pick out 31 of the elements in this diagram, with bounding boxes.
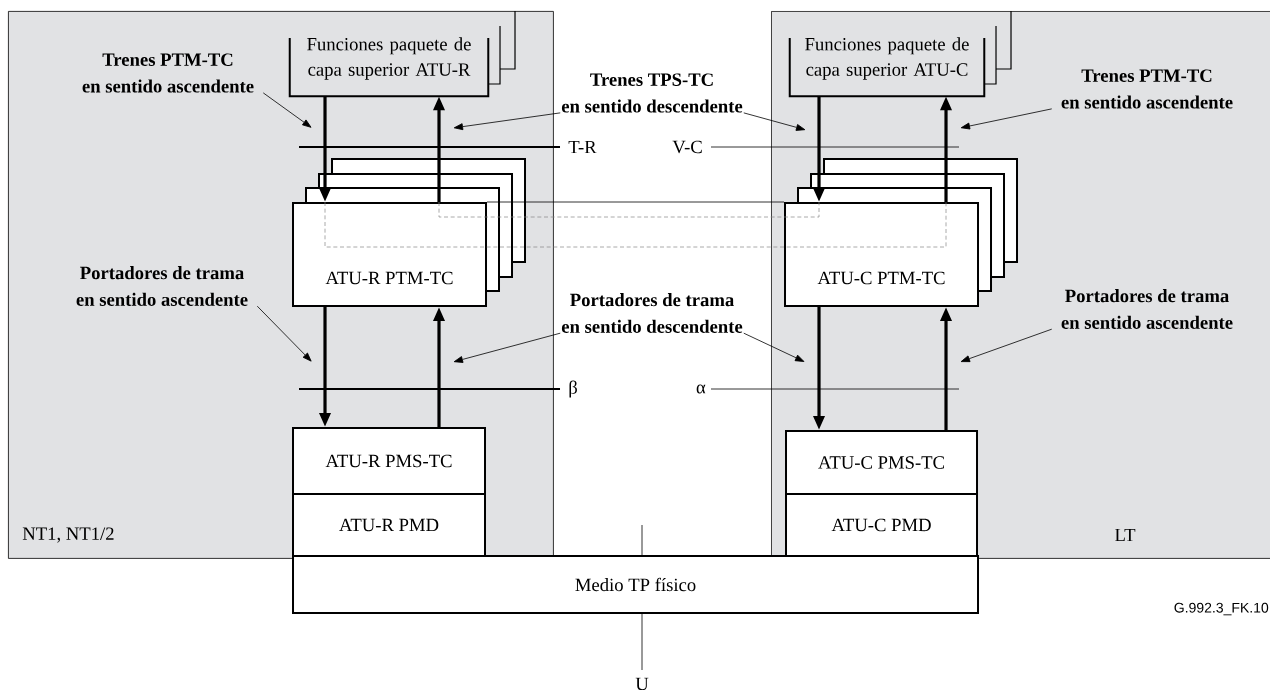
- figure-code: G.992.3_FK.10: [1174, 602, 1269, 616]
- reference-point-label: U: [635, 677, 649, 690]
- reference-point-label: V-C: [672, 140, 702, 154]
- reference-point-label: α: [696, 384, 706, 394]
- function-box: Funciones paquete de capa superior ATU-R: [288, 10, 516, 98]
- function-box: Funciones paquete de capa superior ATU-C: [788, 10, 1012, 98]
- layer-box: ATU-C PMD: [785, 493, 978, 557]
- leader-arrow: [262, 92, 312, 128]
- leader-arrow: [453, 332, 561, 363]
- dashed-line: [438, 201, 820, 218]
- layer-box: ATU-R PMS-TC: [292, 427, 486, 495]
- leader-arrow: [743, 332, 805, 362]
- leader-arrow: [453, 112, 561, 131]
- annotation-text: Trenes PTM-TC en sentido ascendente: [1061, 69, 1233, 109]
- reference-point-label: T-R: [568, 140, 597, 154]
- annotation-text: Trenes PTM-TC en sentido ascendente: [82, 53, 254, 93]
- annotation-text: Trenes TPS-TC en sentido descendente: [561, 73, 743, 113]
- layer-box: ATU-C PMS-TC: [785, 430, 978, 495]
- stacked-box: ATU-C PTM-TC: [784, 158, 1018, 307]
- reference-point-label: β: [569, 380, 577, 398]
- leader-arrow: [743, 112, 806, 131]
- dashed-line: [324, 201, 947, 248]
- annotation-text: Portadores de trama en sentido ascendente: [76, 266, 248, 306]
- stacked-box: ATU-R PTM-TC: [292, 158, 526, 307]
- connector-line: [486, 201, 785, 203]
- leader-arrow: [960, 328, 1053, 363]
- annotation-text: Portadores de trama en sentido descendente: [561, 293, 743, 333]
- layer-box: ATU-R PMD: [292, 493, 486, 557]
- leader-arrow: [256, 305, 312, 362]
- annotation-text: Portadores de trama en sentido ascendente: [1061, 289, 1233, 329]
- leader-arrow: [960, 108, 1053, 130]
